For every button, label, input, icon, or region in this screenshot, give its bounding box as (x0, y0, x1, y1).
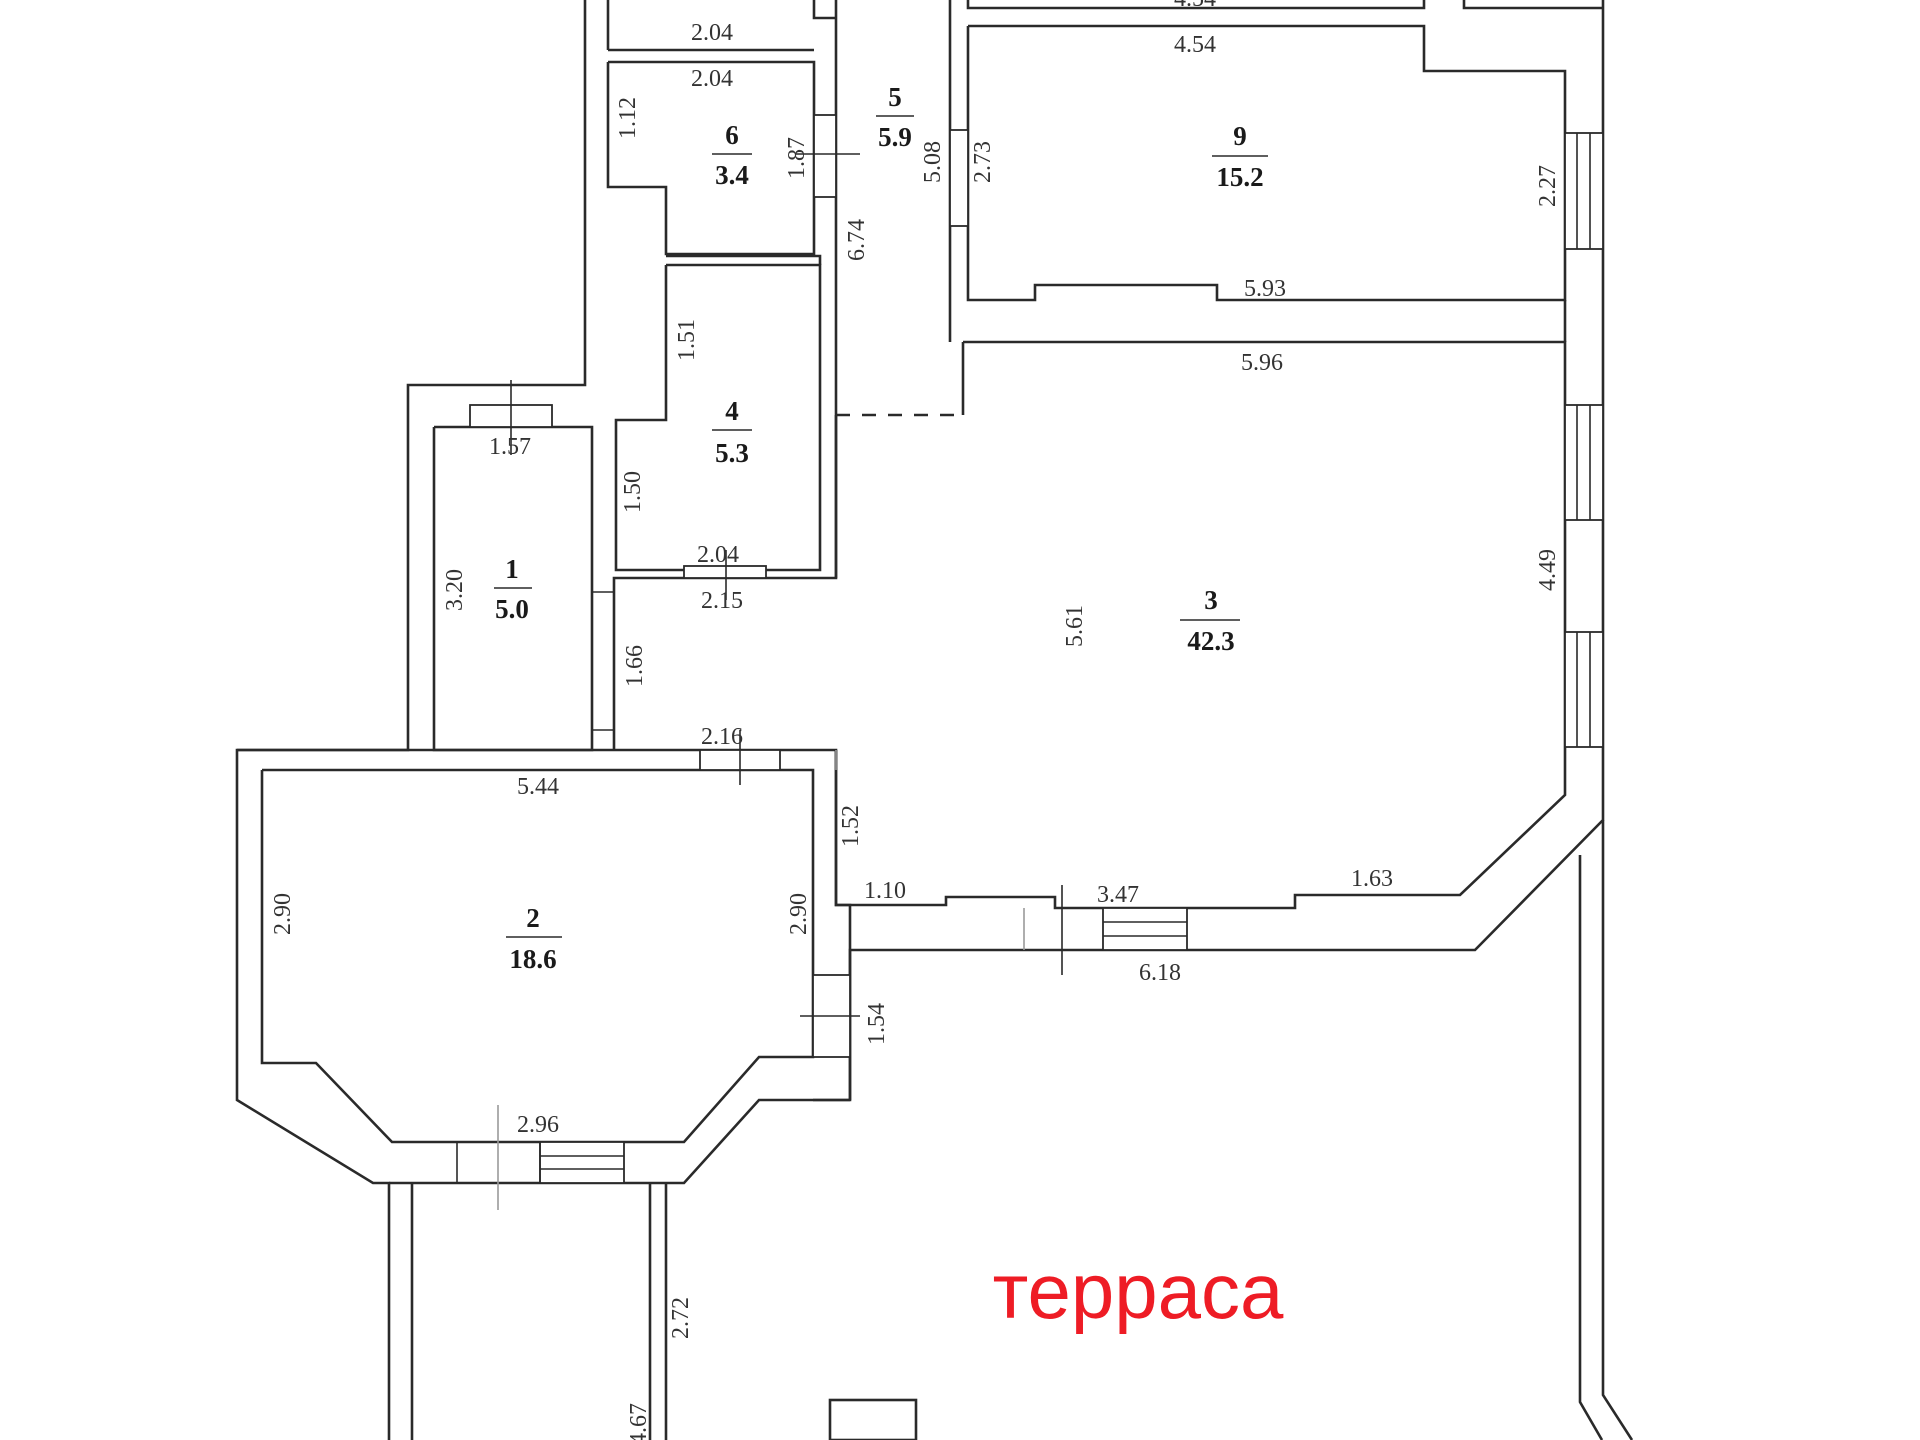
room-number: 4 (725, 396, 739, 426)
room-area: 5.0 (495, 594, 529, 624)
dimension-label: 5.08 (920, 141, 946, 183)
room-label-5: 5 5.9 (876, 82, 914, 152)
dimension-label: 2.27 (1535, 165, 1561, 207)
dimension-label: 4.49 (1535, 549, 1561, 591)
dimension-label: 1.52 (838, 805, 864, 847)
dimension-label: 5.44 (517, 774, 559, 800)
dimension-label: 2.16 (701, 724, 743, 750)
room-label-6: 6 3.4 (712, 120, 752, 190)
room-label-4: 4 5.3 (712, 396, 752, 468)
dimension-label: 2.90 (270, 893, 296, 935)
dimension-label: 4.67 (626, 1403, 652, 1440)
room-number: 2 (526, 903, 540, 933)
dimension-labels: 2.04 2.04 1.12 1.87 4.54 5.08 2.73 2.27 … (270, 0, 1561, 1440)
room-label-3: 3 42.3 (1180, 585, 1240, 656)
dimension-label: 2.15 (701, 588, 743, 614)
dimension-label: 1.63 (1351, 866, 1393, 892)
room-number: 5 (888, 82, 902, 112)
room-label-1: 1 5.0 (494, 554, 532, 624)
room-area: 42.3 (1187, 626, 1234, 656)
dimension-label: 3.20 (442, 569, 468, 611)
room-area: 18.6 (509, 944, 556, 974)
terrace-label: терраса (993, 1247, 1284, 1335)
dimension-label: 5.61 (1062, 605, 1088, 647)
dimension-label: 2.04 (691, 66, 733, 92)
dimension-label: 1.87 (784, 137, 810, 179)
room-number: 6 (725, 120, 739, 150)
dimension-label: 1.66 (622, 645, 648, 687)
room-labels: 1 5.0 2 18.6 3 42.3 4 5.3 5 5.9 6 3.4 (494, 82, 1268, 974)
dimension-label: 2.04 (691, 20, 733, 46)
room-number: 9 (1233, 121, 1247, 151)
room-area: 15.2 (1216, 162, 1263, 192)
room-area: 5.3 (715, 438, 749, 468)
dimension-label: 3.47 (1097, 882, 1139, 908)
dimension-label: 1.57 (489, 434, 531, 460)
dimension-label: 6.74 (844, 219, 870, 261)
dimension-label: 1.10 (864, 878, 906, 904)
dimension-label: 5.96 (1241, 350, 1283, 376)
dimension-label: 2.90 (786, 893, 812, 935)
dimension-label: 4.54 (1174, 32, 1216, 58)
dimension-label: 1.12 (615, 97, 641, 139)
windows (456, 114, 1604, 1210)
dimension-label: 2.72 (668, 1297, 694, 1339)
room-area: 5.9 (878, 122, 912, 152)
dimension-label: 2.73 (970, 141, 996, 183)
room-label-9: 9 15.2 (1212, 121, 1268, 192)
room-label-2: 2 18.6 (506, 903, 562, 974)
dimension-label: 1.54 (864, 1003, 890, 1045)
dimension-label: 1.50 (620, 471, 646, 513)
dimension-label: 2.96 (517, 1112, 559, 1138)
room-number: 1 (505, 554, 519, 584)
dimension-label: 5.93 (1244, 276, 1286, 302)
dimension-label: 4.54 (1174, 0, 1216, 12)
dimension-label: 1.51 (674, 319, 700, 361)
walls (235, 0, 1634, 1440)
dimension-label: 6.18 (1139, 960, 1181, 986)
room-number: 3 (1204, 585, 1218, 615)
dimension-label: 2.04 (697, 542, 739, 568)
room-area: 3.4 (715, 160, 749, 190)
